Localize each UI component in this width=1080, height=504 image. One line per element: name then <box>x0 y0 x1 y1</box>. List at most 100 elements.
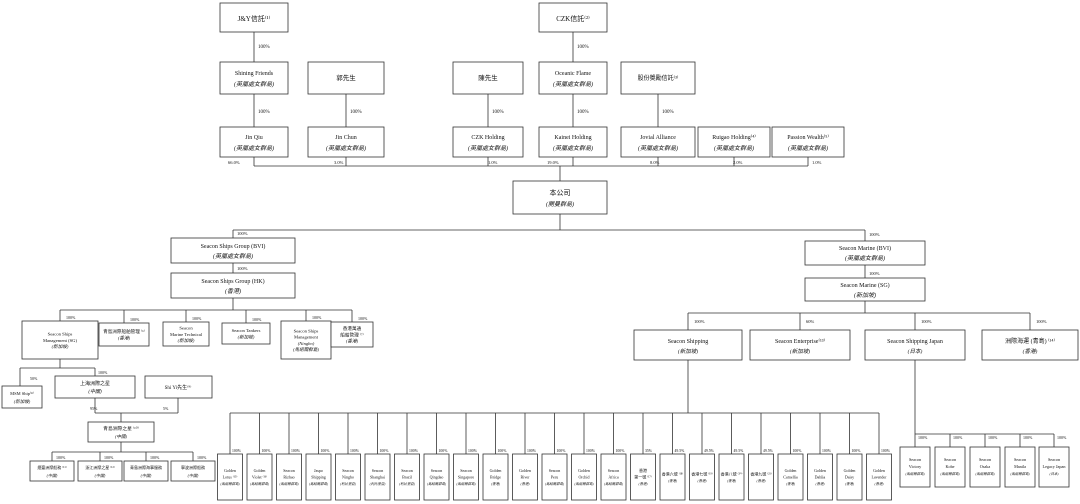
left-subsidiary-text: 青島洲際船舶管理 ⁽⁶⁾ <box>103 328 145 335</box>
left-subsidiary-text: Management <box>294 335 319 340</box>
shi-yi-box: Shi Yi先生⁽⁹⁾ <box>144 375 213 399</box>
ship-company-text: (馬紹爾群島) <box>220 482 240 486</box>
ship-company-pct: 100% <box>557 449 567 453</box>
pct-chen: 100% <box>492 110 504 115</box>
ship-company-text: Shipping <box>311 475 325 480</box>
right-subsidiary-name: Seacon Enterprise⁽¹³⁾ <box>775 338 826 345</box>
japan-ship-company-place: (馬紹爾群島) <box>905 472 925 476</box>
shareholder-place: (英屬處女群島) <box>714 144 754 152</box>
japan-ship-company-pct: 100% <box>953 435 963 440</box>
ship-company-pct: 100% <box>498 449 508 453</box>
right-subsidiary-box: 洲際海運 (青島) ⁽¹⁴⁾(香港) <box>981 329 1079 361</box>
seacon-ships-hk-name: Seacon Ships Group (HK) <box>201 278 264 285</box>
czk-trust-label: CZK信託⁽²⁾ <box>556 14 590 23</box>
right-subsidiary-pct: 60% <box>806 319 815 324</box>
ship-company-pct: 49.5% <box>734 449 745 453</box>
ship-company-text: Seacon <box>549 468 561 473</box>
shareholder-name: Jovial Alliance <box>640 135 676 141</box>
japan-ship-company-place: (馬紹爾群島) <box>940 472 960 476</box>
shareholder-box: CZK Holding(英屬處女群島) <box>452 126 524 158</box>
pct-shanghai-qingdao: 95% <box>90 406 98 411</box>
ship-company-text: (利比里亞) <box>399 482 416 486</box>
ship-company-pct: 100% <box>232 449 242 453</box>
left-subsidiary-text: Marine Technical <box>170 332 203 337</box>
left-subsidiary-pct: 100% <box>130 317 140 322</box>
shareholder-place: (英屬處女群島) <box>326 144 366 152</box>
ship-connectors <box>229 413 880 454</box>
left-subsidiary-text: (香港) <box>118 335 131 340</box>
shareholder-pct: 8.0% <box>650 160 660 165</box>
left-subsidiary-box: 青島洲際船舶管理 ⁽⁶⁾(香港) <box>98 322 150 347</box>
ship-company-pct: 100% <box>852 449 862 453</box>
ship-company-text: (香港) <box>815 482 825 486</box>
left-bottom-name: 青島洲際海事服務 <box>130 464 162 470</box>
ship-company-text: (馬紹爾群島) <box>427 482 447 486</box>
right-subsidiary-box: Seacon Enterprise⁽¹³⁾(新加坡) <box>749 329 851 361</box>
ship-company-pct: 100% <box>321 449 331 453</box>
shareholder-box: Jovial Alliance(英屬處女群島) <box>620 126 696 158</box>
ship-company-text: Lotus ⁽¹⁵⁾ <box>223 475 238 480</box>
japan-ship-company-text: Victory <box>909 464 922 469</box>
shining-friends-place: (英屬處女群島) <box>234 80 274 88</box>
shanghai-star-box: 上海洲際之星 (中國) <box>54 375 136 399</box>
left-bottom-name: 浙江洲際之星 ⁽¹²⁾ <box>85 464 114 470</box>
japan-ship-company-text: Seacon <box>1048 457 1061 462</box>
shareholder-box: Jin Chun (英屬處女群島) <box>307 126 385 158</box>
seacon-ships-hk-place: (香港) <box>225 287 241 295</box>
pct-shanghai: 100% <box>98 370 108 375</box>
share-trust-box: 股份獎勵信託⁽³⁾ <box>620 61 696 95</box>
right-subsidiary-pct: 100% <box>694 319 705 324</box>
shareholder-name: Jin Chun <box>335 135 357 141</box>
jy-trust-label: J&Y信託⁽¹⁾ <box>238 14 271 23</box>
ship-company-text: (利比里亞) <box>340 482 357 486</box>
ship-company-text: Golden <box>224 468 236 473</box>
ship-company-text: (香港) <box>786 482 796 486</box>
shareholder-box: Kainei Holding(英屬處女群島) <box>538 126 608 158</box>
ship-company-text: (香港) <box>491 482 501 486</box>
pct-msm: 50% <box>30 376 38 381</box>
left-subsidiary-text: Seacon Ships <box>294 329 319 334</box>
japan-ship-company-pct: 100% <box>918 435 928 440</box>
right-subsidiary-pct: 100% <box>1036 319 1047 324</box>
shareholder-pct: 1.0% <box>488 160 498 165</box>
shareholder-pct: 2.0% <box>733 160 743 165</box>
ship-company-text: Camellia <box>783 475 798 480</box>
pct-czk: 100% <box>577 45 589 50</box>
seacon-marine-sg-box: Seacon Marine (SG) (新加坡) <box>804 277 926 302</box>
czk-trust-box: CZK信託⁽²⁾ <box>538 2 608 33</box>
ship-company-pct: 100% <box>881 449 891 453</box>
left-subsidiary-text: Management (SG) <box>43 338 78 343</box>
ship-company-text: 第一號 ⁽¹⁷⁾ <box>634 474 652 480</box>
ship-company-text: Brazil <box>402 475 413 480</box>
ship-company-box: 香港八號 ⁽²⁰⁾(香港) <box>718 453 745 501</box>
left-bottom-place: (中國) <box>141 473 152 478</box>
oceanic-flame-box: Oceanic Flame (英屬處女群島) <box>538 61 608 95</box>
ship-company-text: Ningbo <box>342 475 354 480</box>
left-bottom-place: (中國) <box>47 473 58 478</box>
left-subsidiary-text: (馬紹爾群島) <box>293 347 319 352</box>
msm-ship-box: MSM Ship⁽⁸⁾ (新加坡) <box>1 385 43 409</box>
pct-shining: 100% <box>258 110 270 115</box>
shareholder-box: Ruigao Holding⁽⁴⁾(英屬處女群島) <box>697 126 771 158</box>
ship-company-text: Qingdao <box>430 475 444 480</box>
left-subsidiary-pct: 100% <box>358 316 368 321</box>
ship-company-text: Golden <box>844 468 856 473</box>
ship-company-text: 香港 <box>639 467 647 473</box>
ship-company-text: (香港) <box>697 479 707 483</box>
seacon-marine-sg-place: (新加坡) <box>854 291 876 299</box>
shareholder-box: Passion Wealth⁽⁵⁾(英屬處女群島) <box>771 126 845 158</box>
